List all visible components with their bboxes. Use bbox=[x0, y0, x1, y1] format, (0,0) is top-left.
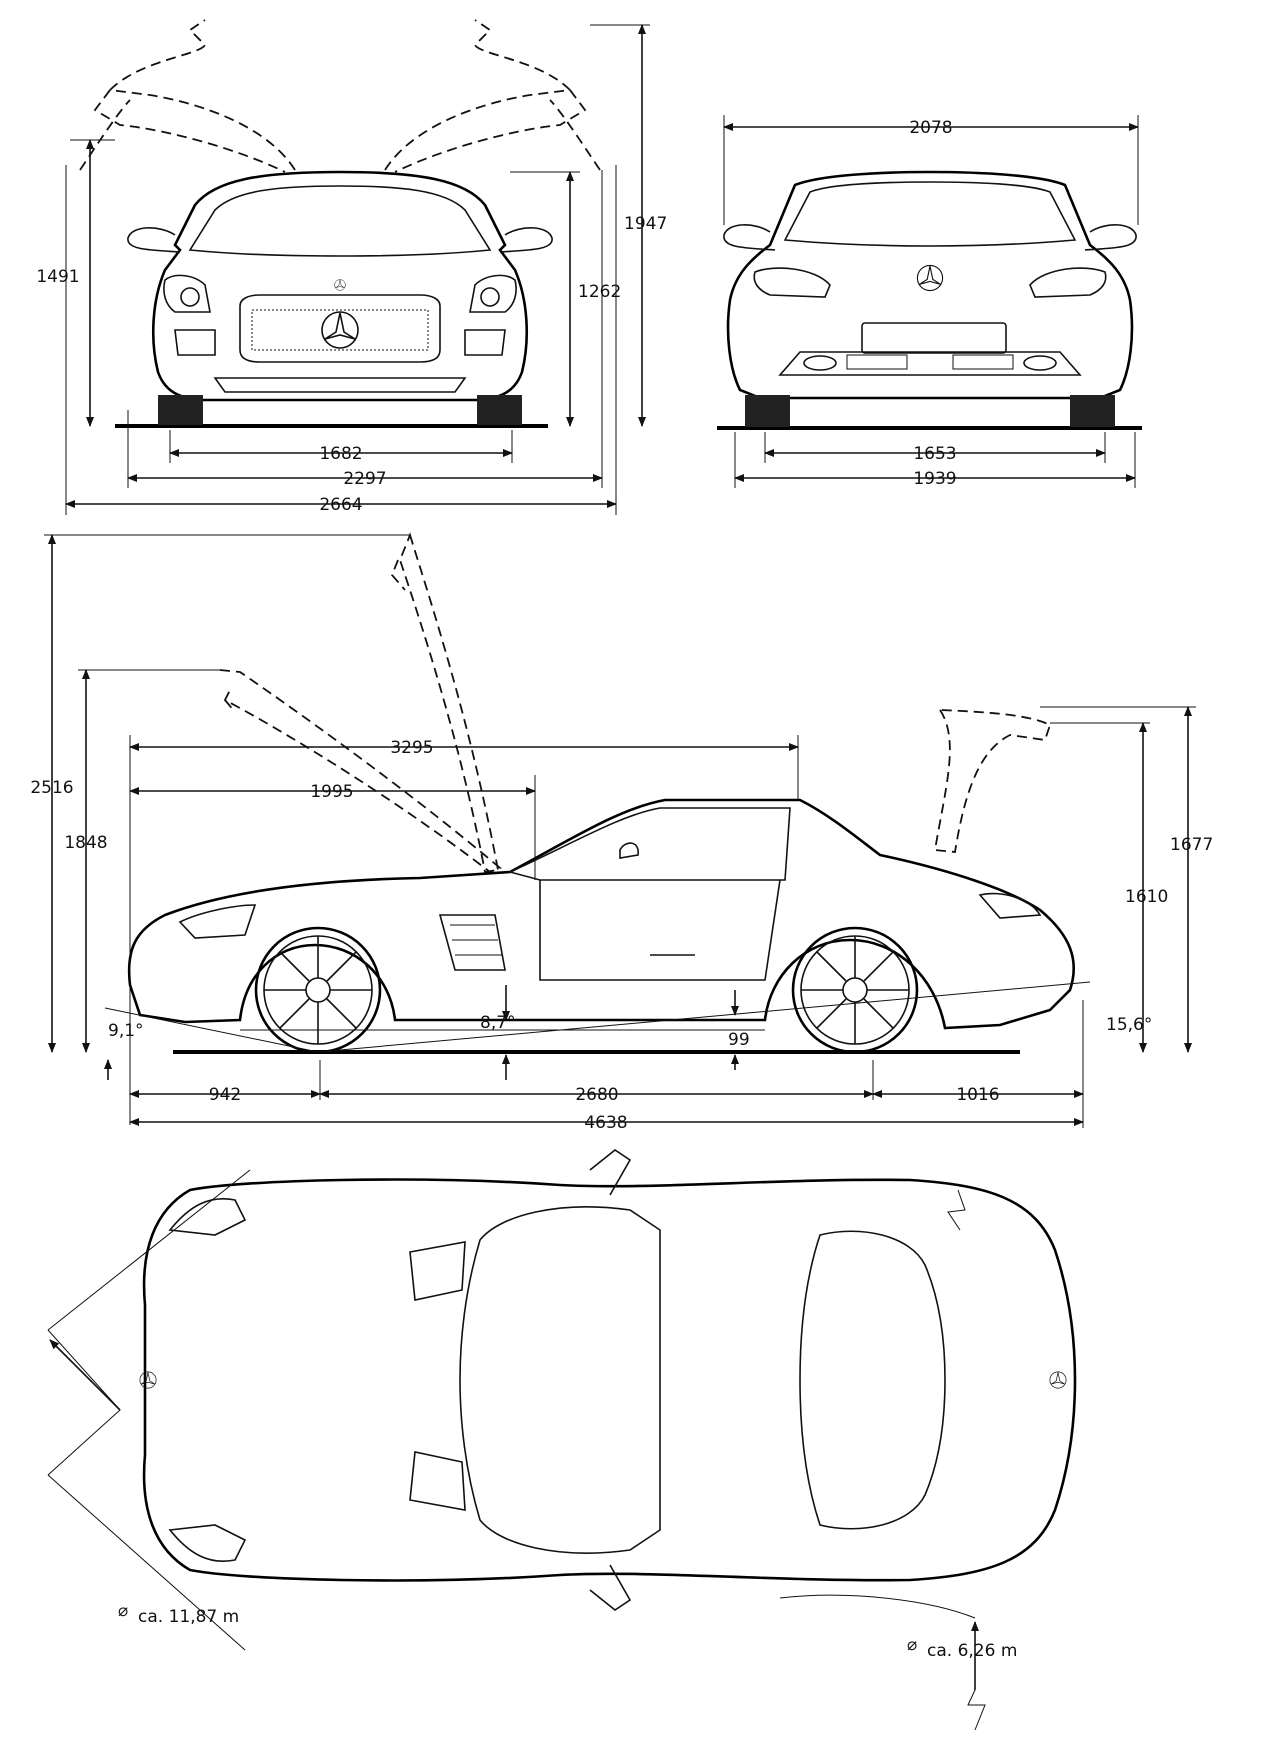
dim-front-width-doors: 2664 bbox=[319, 495, 362, 515]
turning-circle-curbs: ⌀ ca. 6,26 m bbox=[779, 1189, 1017, 1731]
diameter-icon: ⌀ bbox=[118, 1601, 128, 1621]
mercedes-star-icon bbox=[1049, 1371, 1067, 1389]
front-view: 1491 1262 1947 1682 2297 2664 bbox=[36, 19, 667, 515]
dim-front-height-roof: 1262 bbox=[578, 282, 621, 302]
dim-side-ground-clearance: 99 bbox=[728, 1030, 750, 1050]
dim-rear-body-width: 1939 bbox=[913, 469, 956, 489]
mercedes-star-icon bbox=[916, 264, 944, 292]
rear-wheel bbox=[791, 926, 919, 1054]
dim-side-front-to-pillar: 1995 bbox=[310, 782, 353, 802]
turning-circle-walls-label: ca. 11,87 m bbox=[138, 1607, 239, 1627]
dim-side-height-trunk: 1610 bbox=[1125, 887, 1168, 907]
dim-side-wheelbase: 2680 bbox=[575, 1085, 618, 1105]
turning-circle-walls: ⌀ ca. 11,87 m bbox=[47, 1169, 251, 1651]
turning-circle-curbs-label: ca. 6,26 m bbox=[927, 1641, 1017, 1661]
rear-dimensions: 2078 1653 1939 bbox=[723, 115, 1139, 489]
dim-front-height-doors: 1947 bbox=[624, 214, 667, 234]
dim-front-body-width: 2297 bbox=[343, 469, 386, 489]
rear-view: 2078 1653 1939 bbox=[717, 115, 1142, 489]
mercedes-star-icon bbox=[334, 279, 346, 291]
top-body bbox=[139, 1149, 1077, 1611]
dim-side-departure-angle: 15,6° bbox=[1106, 1015, 1152, 1035]
rear-body bbox=[723, 170, 1137, 427]
dim-side-length: 4638 bbox=[584, 1113, 627, 1133]
front-wheel bbox=[254, 926, 382, 1054]
dim-side-front-overhang: 942 bbox=[209, 1085, 241, 1105]
dim-side-hood-length: 3295 bbox=[390, 738, 433, 758]
front-body bbox=[127, 170, 553, 425]
side-doors-open bbox=[219, 532, 1052, 874]
dim-side-approach-angle: 9,1° bbox=[108, 1021, 144, 1041]
front-dimensions: 1491 1262 1947 1682 2297 2664 bbox=[36, 24, 667, 515]
side-view: 2516 1848 3295 1995 1677 1610 9,1° 8,7° bbox=[30, 532, 1213, 1133]
dim-side-height-roof: 1677 bbox=[1170, 835, 1213, 855]
mercedes-star-icon bbox=[139, 1371, 157, 1389]
dim-front-height: 1491 bbox=[36, 267, 79, 287]
front-doors-open bbox=[79, 19, 601, 173]
dim-side-ramp-angle: 8,7° bbox=[480, 1013, 516, 1033]
dim-front-track: 1682 bbox=[319, 444, 362, 464]
diameter-icon: ⌀ bbox=[907, 1635, 917, 1655]
side-body bbox=[127, 798, 1075, 1054]
dim-rear-mirror-width: 2078 bbox=[909, 118, 952, 138]
top-view: ⌀ ca. 11,87 m ⌀ ca. 6,26 m bbox=[47, 1149, 1077, 1731]
dim-side-height-doors: 2516 bbox=[30, 778, 73, 798]
dim-rear-track: 1653 bbox=[913, 444, 956, 464]
dim-side-rear-overhang: 1016 bbox=[956, 1085, 999, 1105]
dim-side-height-hood: 1848 bbox=[64, 833, 107, 853]
mercedes-star-icon bbox=[321, 311, 359, 349]
side-dimensions: 2516 1848 3295 1995 1677 1610 9,1° 8,7° bbox=[30, 534, 1213, 1133]
